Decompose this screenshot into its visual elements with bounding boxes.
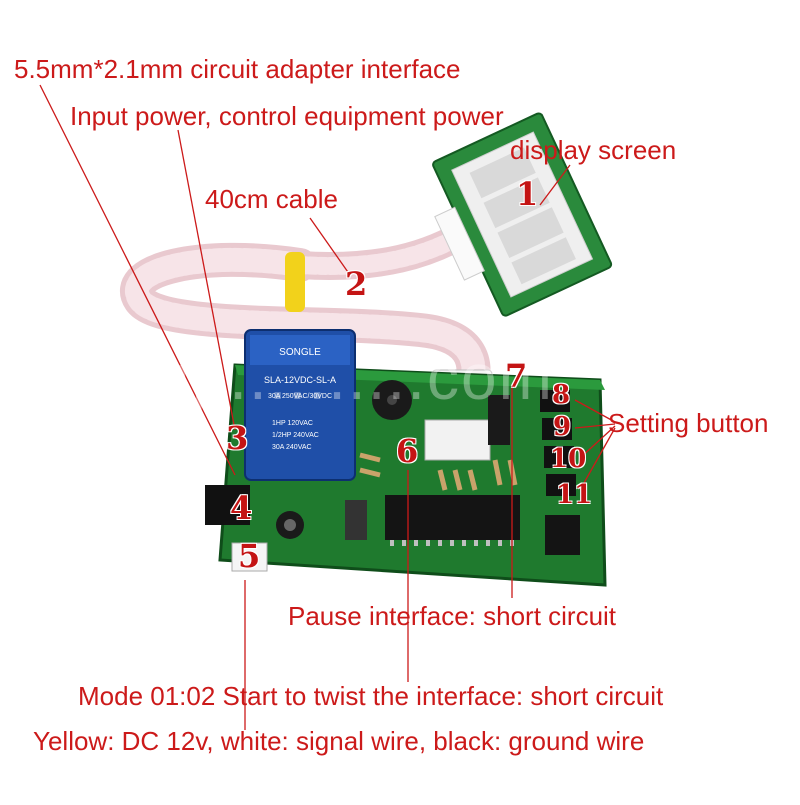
ic-chip <box>385 495 520 540</box>
ribbon-cable <box>120 216 493 441</box>
label-cable: 40cm cable <box>205 184 338 214</box>
label-display-screen: display screen <box>510 135 677 165</box>
marker-11: 11 <box>556 480 593 510</box>
marker-6: 6 <box>396 432 419 470</box>
marker-4: 4 <box>230 489 253 527</box>
relay-rating: 30A 250VAC/30VDC <box>268 393 332 400</box>
setting-buttons <box>540 390 576 496</box>
display-module <box>432 112 613 317</box>
marker-3: 3 <box>226 419 249 457</box>
relay-brand: SONGLE <box>279 347 321 358</box>
marker-2: 2 <box>345 265 368 303</box>
main-pcb: SONGLE SLA-12VDC-SL-A 30A 250VAC/30VDC 1… <box>205 329 607 587</box>
label-input-power: Input power, control equipment power <box>70 101 504 131</box>
label-mode-interface: Mode 01:02 Start to twist the interface:… <box>78 681 664 711</box>
label-adapter-interface: 5.5mm*2.1mm circuit adapter interface <box>14 54 461 84</box>
marker-8: 8 <box>552 380 571 410</box>
relay: SONGLE SLA-12VDC-SL-A 30A 250VAC/30VDC 1… <box>244 329 356 481</box>
marker-10: 10 <box>550 444 587 474</box>
header-connector <box>424 419 491 461</box>
relay-line2: 1/2HP 240VAC <box>272 432 319 439</box>
label-pause-interface: Pause interface: short circuit <box>288 601 617 631</box>
marker-5: 5 <box>238 537 261 575</box>
leader-lines <box>39 84 616 730</box>
marker-9: 9 <box>553 412 572 442</box>
watermark-text: sup..........com <box>120 341 554 413</box>
yellow-cable-tie <box>285 252 305 312</box>
relay-model: SLA-12VDC-SL-A <box>264 375 336 385</box>
relay-line1: 1HP 120VAC <box>272 420 313 427</box>
marker-7: 7 <box>505 357 528 395</box>
label-setting-button: Setting button <box>608 408 769 438</box>
marker-1: 1 <box>516 175 539 213</box>
label-wire-colors: Yellow: DC 12v, white: signal wire, blac… <box>33 726 645 756</box>
dc-jack <box>205 485 250 525</box>
three-pin-connector <box>231 542 268 572</box>
relay-line3: 30A 240VAC <box>272 444 312 451</box>
small-chip <box>545 515 580 555</box>
